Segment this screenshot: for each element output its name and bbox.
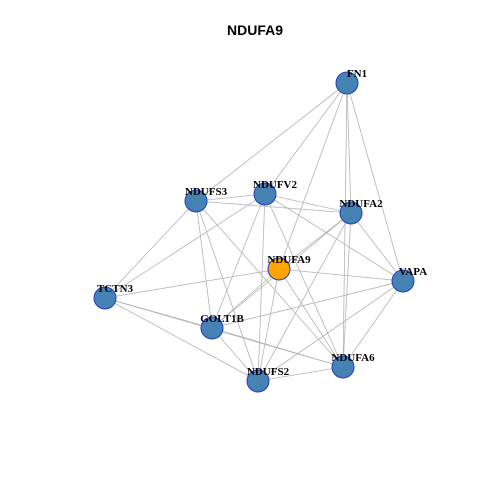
edge-ndufa2-ndufa6	[342, 212, 352, 368]
edge-ndufv2-vapa	[264, 193, 404, 282]
edge-fn1-ndufv2	[264, 82, 348, 195]
node-ndufv2[interactable]	[253, 182, 277, 206]
edge-ndufa9-tctn3	[104, 268, 280, 299]
edge-ndufv2-golt1b	[211, 193, 266, 329]
edge-fn1-ndufa6	[342, 82, 348, 368]
edge-ndufs3-ndufa6	[195, 200, 344, 368]
edge-vapa-ndufa6	[342, 280, 404, 368]
edge-ndufa2-ndufs2	[257, 212, 352, 382]
node-golt1b[interactable]	[200, 316, 224, 340]
edge-fn1-ndufs3	[195, 82, 348, 202]
edge-ndufs3-golt1b	[195, 200, 213, 329]
edge-ndufs3-tctn3	[104, 200, 197, 299]
edge-ndufa2-ndufa9	[278, 212, 352, 270]
edge-ndufs3-ndufv2	[195, 193, 266, 202]
edge-vapa-ndufs2	[257, 280, 404, 382]
node-ndufs2[interactable]	[246, 369, 270, 393]
node-ndufa6[interactable]	[331, 355, 355, 379]
diagram-title: NDUFA9	[227, 22, 283, 38]
node-label-ndufa2: NDUFA2	[339, 198, 383, 210]
edge-ndufa9-vapa	[278, 268, 404, 282]
edge-ndufv2-ndufa6	[264, 193, 344, 368]
node-vapa[interactable]	[391, 269, 415, 293]
node-label-ndufv2: NDUFV2	[253, 179, 297, 191]
edge-fn1-ndufa9	[278, 82, 348, 270]
node-label-ndufs3: NDUFS3	[185, 186, 228, 198]
edge-ndufv2-ndufa2	[264, 193, 352, 214]
edge-fn1-ndufa2	[346, 82, 352, 214]
edge-fn1-vapa	[346, 82, 404, 282]
node-ndufa9[interactable]	[267, 257, 291, 281]
edge-ndufs2-ndufa6	[257, 366, 344, 382]
edge-ndufv2-tctn3	[104, 193, 266, 299]
node-ndufa2[interactable]	[339, 201, 363, 225]
edge-ndufs3-ndufa2	[195, 200, 352, 214]
node-ndufs3[interactable]	[184, 189, 208, 213]
node-label-golt1b: GOLT1B	[200, 313, 244, 325]
edge-vapa-golt1b	[211, 280, 404, 329]
node-label-ndufa9: NDUFA9	[267, 254, 311, 266]
edge-tctn3-ndufs2	[104, 297, 259, 382]
edge-layer	[104, 82, 404, 382]
node-fn1[interactable]	[335, 71, 359, 95]
node-label-vapa: VAPA	[399, 266, 427, 278]
node-label-tctn3: TCTN3	[97, 283, 134, 295]
edge-golt1b-ndufs2	[211, 327, 259, 382]
node-tctn3[interactable]	[93, 286, 117, 310]
edge-ndufa9-ndufa6	[278, 268, 344, 368]
edge-ndufa2-vapa	[350, 212, 404, 282]
edge-ndufa9-golt1b	[211, 268, 280, 329]
edge-ndufa9-ndufs2	[257, 268, 280, 382]
node-label-ndufa6: NDUFA6	[331, 352, 375, 364]
edge-golt1b-ndufa6	[211, 327, 344, 368]
node-layer	[93, 71, 415, 393]
node-label-ndufs2: NDUFS2	[247, 366, 290, 378]
node-label-fn1: FN1	[347, 68, 367, 80]
